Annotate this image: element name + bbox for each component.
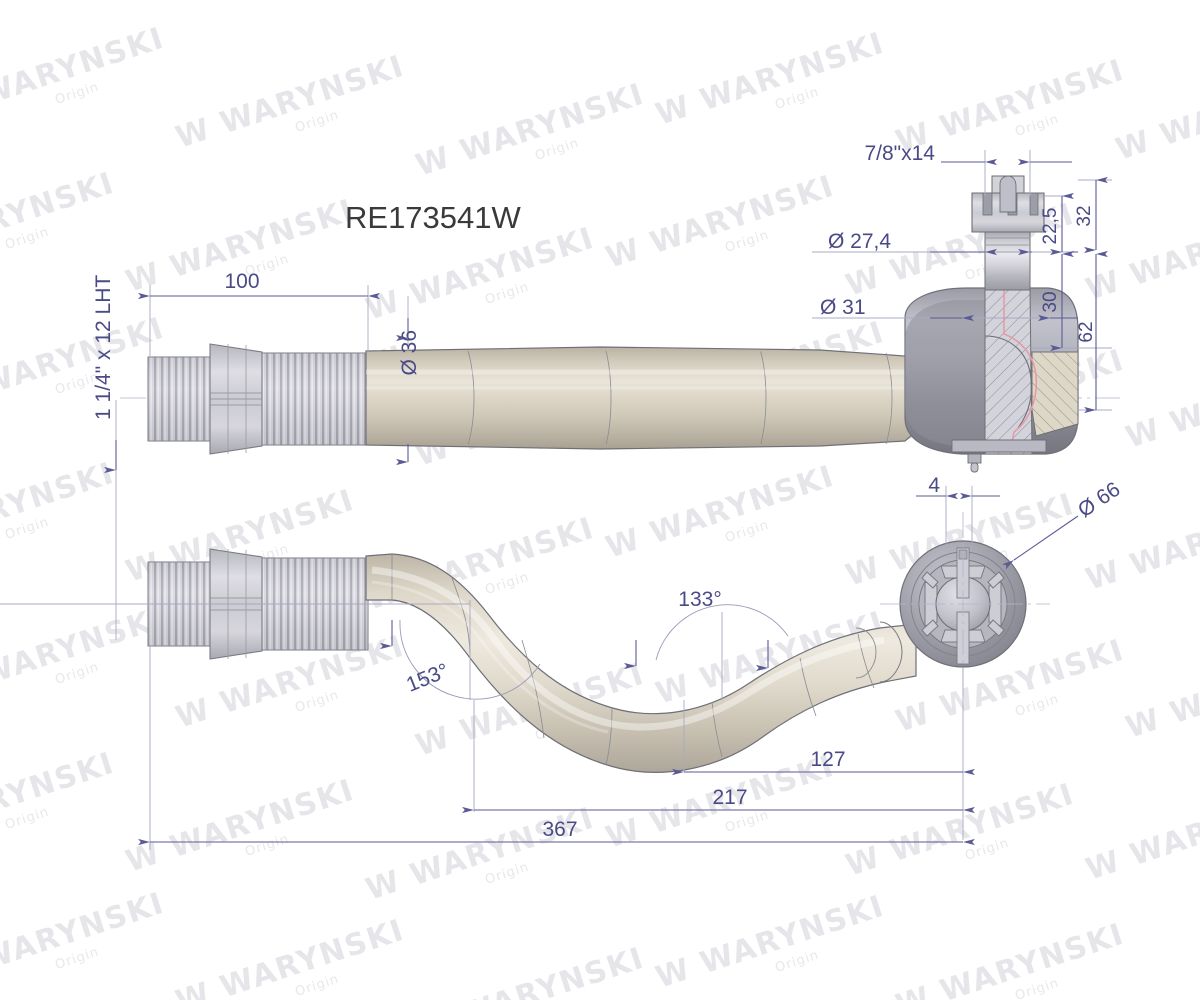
hex-nut-top [209, 343, 263, 455]
dim-length-217: 217 [712, 786, 747, 809]
bottom-view: 4 Ø 66 153° 133° 127 [0, 474, 1125, 850]
dim-bend-angle-1: 153° [403, 659, 452, 697]
dim-length-367: 367 [542, 818, 577, 841]
dim-eye-offset: 4 [928, 474, 940, 497]
stud-castle-nut-top [971, 175, 1045, 291]
dim-housing-height: 62 [1076, 321, 1097, 342]
grease-nipple-icon [967, 453, 982, 473]
shaft-body-top [365, 346, 919, 450]
dim-thread-spec: 1 1/4" x 12 LHT [92, 275, 115, 420]
dim-length-127: 127 [810, 748, 845, 771]
dim-nut-height: 22,5 [1040, 208, 1061, 245]
page-title: RE173541W [345, 200, 522, 235]
dim-taper-length: 30 [1040, 291, 1061, 312]
dim-ball-diameter: Ø 31 [820, 296, 866, 319]
dim-shaft-diameter: Ø 36 [398, 330, 421, 376]
dim-bend-angle-2: 133° [678, 588, 721, 611]
bent-arm-body [365, 553, 917, 773]
ball-joint-housing-top [904, 287, 1079, 473]
dim-stud-height: 32 [1074, 205, 1095, 226]
dim-eye-diameter: Ø 66 [1074, 478, 1125, 523]
dim-taper-major: Ø 27,4 [828, 230, 891, 253]
dim-thread-length: 100 [224, 270, 259, 293]
dim-stud-thread: 7/8"x14 [864, 142, 935, 165]
